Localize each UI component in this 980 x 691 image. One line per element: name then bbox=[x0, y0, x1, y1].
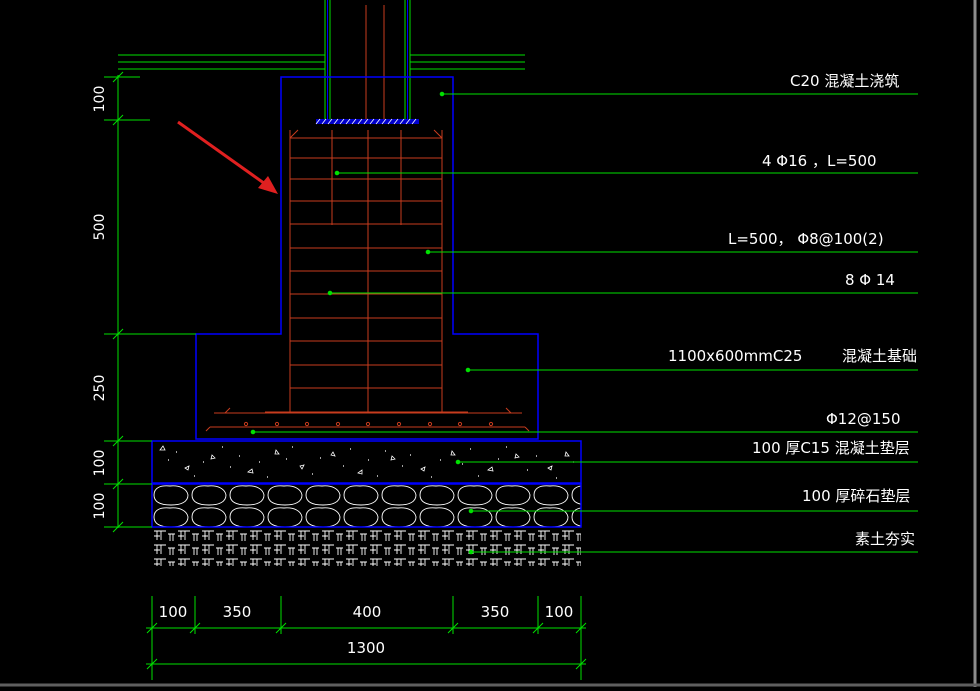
ground-lines bbox=[118, 54, 525, 70]
label-soil: 素土夯实 bbox=[855, 530, 915, 548]
label-pour: C20 混凝土浇筑 bbox=[790, 72, 899, 90]
vdim-1: 100 bbox=[92, 86, 108, 113]
compacted-soil-hatch bbox=[152, 528, 581, 566]
label-foundation-name: 混凝土基础 bbox=[842, 347, 917, 365]
total-width-dim: 1300 bbox=[347, 639, 385, 657]
label-stirrups: L=500， Φ8@100(2) bbox=[728, 230, 884, 248]
gravel-bedding-layer bbox=[151, 483, 582, 528]
foundation-outline bbox=[195, 76, 539, 440]
rebar-cage bbox=[205, 129, 530, 432]
vertical-dimension-chain bbox=[104, 71, 196, 533]
column-post bbox=[315, 0, 419, 125]
hdim-3: 400 bbox=[353, 603, 382, 621]
label-gravel-layer: 100 厚碎石垫层 bbox=[802, 487, 910, 505]
hdim-2: 350 bbox=[223, 603, 252, 621]
hdim-4: 350 bbox=[481, 603, 510, 621]
hdim-5: 100 bbox=[545, 603, 574, 621]
vdim-3: 250 bbox=[92, 375, 108, 402]
label-c15-layer: 100 厚C15 混凝土垫层 bbox=[752, 439, 910, 457]
leader-lines bbox=[250, 91, 918, 555]
hdim-1: 100 bbox=[159, 603, 188, 621]
pointer-arrow-icon bbox=[177, 120, 278, 194]
vdim-2: 500 bbox=[92, 214, 108, 241]
label-main-bars: 4 Φ16 ，L=500 bbox=[762, 152, 877, 170]
annotation-labels: C20 混凝土浇筑 4 Φ16 ，L=500 L=500， Φ8@100(2) … bbox=[668, 72, 917, 548]
vertical-dimension-values: 100 500 250 100 100 bbox=[92, 86, 108, 520]
label-bars-8: 8 Φ 14 bbox=[845, 271, 895, 289]
vdim-4: 100 bbox=[92, 450, 108, 477]
label-bottom-mesh: Φ12@150 bbox=[826, 410, 901, 428]
horizontal-dimension-chain bbox=[146, 596, 587, 680]
label-foundation-spec: 1100x600mmC25 bbox=[668, 347, 802, 365]
vdim-5: 100 bbox=[92, 493, 108, 520]
horizontal-dimension-values: 100 350 400 350 100 1300 bbox=[159, 603, 574, 657]
